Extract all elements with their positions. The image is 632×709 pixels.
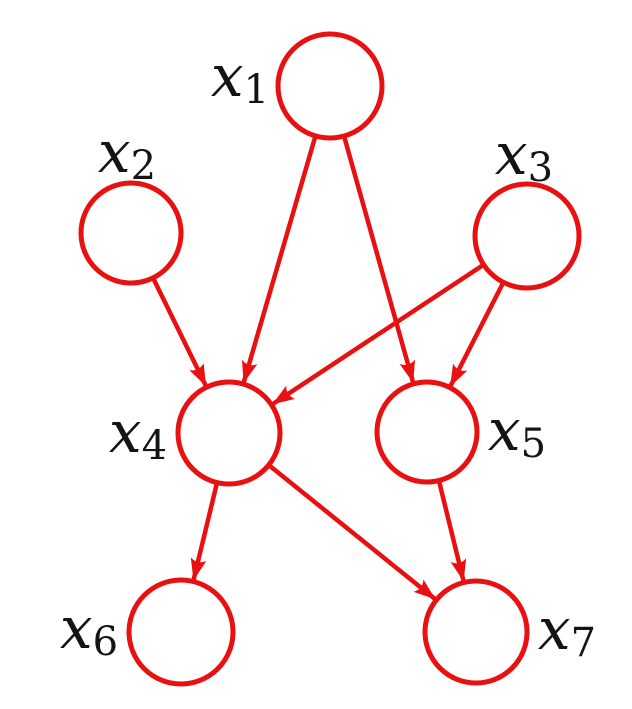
node-x5-circle xyxy=(374,379,480,485)
node-x1-label-base: x xyxy=(211,42,244,110)
node-x7-label-subscript: 7 xyxy=(571,620,596,666)
node-x7-circle xyxy=(422,578,530,686)
node-x6-label-subscript: 6 xyxy=(93,619,118,665)
node-x2-label: x2 xyxy=(98,118,156,189)
edge-x2-x4 xyxy=(151,277,208,387)
node-x4-label-subscript: 4 xyxy=(142,423,167,469)
edge-x1-x4 xyxy=(241,136,318,384)
edge-x4-x6 xyxy=(190,483,219,581)
node-x5-label-subscript: 5 xyxy=(521,421,546,467)
edge-x3-x4 xyxy=(271,263,485,406)
node-x6-label: x6 xyxy=(60,594,118,665)
node-x6-circle xyxy=(126,577,236,687)
node-x4-label-base: x xyxy=(109,398,142,466)
node-x5-label-base: x xyxy=(488,396,521,464)
node-x2-label-subscript: 2 xyxy=(131,143,156,189)
node-x3-label-subscript: 3 xyxy=(528,145,553,191)
node-x7-label: x7 xyxy=(538,595,596,666)
node-x4-circle xyxy=(175,379,283,487)
edge-x5-x7 xyxy=(436,480,467,582)
edge-x1-x5 xyxy=(342,136,416,383)
node-x5-label: x5 xyxy=(488,396,546,467)
node-x1-label-subscript: 1 xyxy=(244,67,269,113)
node-x3-label-base: x xyxy=(495,120,528,188)
node-x4-label: x4 xyxy=(109,398,167,469)
node-x1-circle xyxy=(275,31,385,141)
node-x7-label-base: x xyxy=(538,595,571,663)
node-x6-label-base: x xyxy=(60,594,93,662)
edge-x4-x7 xyxy=(268,463,437,601)
edge-x3-x5 xyxy=(448,282,505,387)
node-x1-label: x1 xyxy=(211,42,269,113)
node-x2-label-base: x xyxy=(98,118,131,186)
node-x3-label: x3 xyxy=(495,120,553,191)
node-x3-circle xyxy=(472,181,582,291)
node-x2-circle xyxy=(78,180,184,286)
